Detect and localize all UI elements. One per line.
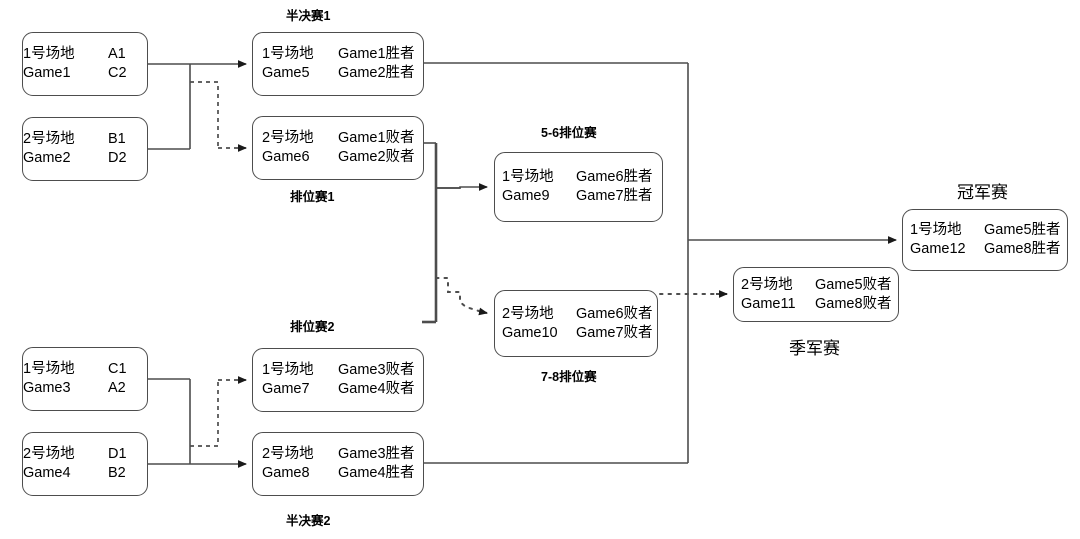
node-game3-game: Game3 bbox=[23, 380, 71, 396]
node-game1-team-bottom: C2 bbox=[108, 65, 127, 81]
node-game2-row-bottom: Game2 D2 bbox=[23, 149, 147, 168]
node-game2-team-bottom: D2 bbox=[108, 150, 127, 166]
node-game4-team-bottom: B2 bbox=[108, 465, 126, 481]
node-game2[interactable]: 2号场地 B1 Game2 D2 bbox=[22, 117, 148, 181]
node-game8[interactable]: 2号场地 Game3胜者 Game8 Game4胜者 bbox=[252, 432, 424, 496]
node-game9[interactable]: 1号场地 Game6胜者 Game9 Game7胜者 bbox=[494, 152, 663, 222]
node-game8-team-bottom: Game4胜者 bbox=[338, 465, 415, 481]
node-game4-row-bottom: Game4 B2 bbox=[23, 464, 147, 483]
caption-rank-7-8: 7-8排位赛 bbox=[541, 370, 597, 384]
node-game7-row-bottom: Game7 Game4败者 bbox=[262, 380, 423, 399]
node-game9-team-bottom: Game7胜者 bbox=[576, 188, 653, 204]
node-game1-row-top: 1号场地 A1 bbox=[23, 45, 147, 64]
node-game3-team-bottom: A2 bbox=[108, 380, 126, 396]
node-game8-game: Game8 bbox=[262, 465, 310, 481]
node-game4-court: 2号场地 bbox=[23, 446, 75, 463]
node-game2-row-top: 2号场地 B1 bbox=[23, 130, 147, 149]
node-game6-row-bottom: Game6 Game2败者 bbox=[262, 148, 423, 167]
node-game7-row-top: 1号场地 Game3败者 bbox=[262, 361, 423, 380]
node-game6-row-top: 2号场地 Game1败者 bbox=[262, 129, 423, 148]
node-game7-team-top: Game3败者 bbox=[338, 362, 415, 379]
node-game11-court: 2号场地 bbox=[741, 276, 793, 293]
caption-rank-5-6: 5-6排位赛 bbox=[541, 126, 597, 140]
node-game5-team-top: Game1胜者 bbox=[338, 46, 415, 63]
node-game12[interactable]: 1号场地 Game5胜者 Game12 Game8胜者 bbox=[902, 209, 1068, 271]
node-game11-row-bottom: Game11 Game8败者 bbox=[741, 295, 898, 314]
node-game8-row-bottom: Game8 Game4胜者 bbox=[262, 464, 423, 483]
node-game12-team-top: Game5胜者 bbox=[984, 222, 1061, 239]
node-game3-team-top: C1 bbox=[108, 361, 127, 378]
node-game12-team-bottom: Game8胜者 bbox=[984, 241, 1061, 257]
node-game3-row-bottom: Game3 A2 bbox=[23, 379, 147, 398]
node-game5-row-top: 1号场地 Game1胜者 bbox=[262, 45, 423, 64]
node-game12-court: 1号场地 bbox=[910, 222, 962, 239]
node-game5-row-bottom: Game5 Game2胜者 bbox=[262, 64, 423, 83]
node-game6-team-top: Game1败者 bbox=[338, 130, 415, 147]
node-game12-row-top: 1号场地 Game5胜者 bbox=[910, 221, 1067, 240]
node-game8-court: 2号场地 bbox=[262, 446, 314, 463]
node-game7-game: Game7 bbox=[262, 381, 310, 397]
node-game8-row-top: 2号场地 Game3胜者 bbox=[262, 445, 423, 464]
node-game10-row-top: 2号场地 Game6败者 bbox=[502, 305, 657, 324]
node-game9-game: Game9 bbox=[502, 188, 550, 204]
node-game2-court: 2号场地 bbox=[23, 131, 75, 148]
node-game7-court: 1号场地 bbox=[262, 362, 314, 379]
node-game6-court: 2号场地 bbox=[262, 130, 314, 147]
node-game10-team-top: Game6败者 bbox=[576, 305, 653, 322]
node-game10-court: 2号场地 bbox=[502, 305, 554, 322]
link-to-game9 bbox=[436, 183, 488, 191]
node-game4-row-top: 2号场地 D1 bbox=[23, 445, 147, 464]
caption-rank-2: 排位赛2 bbox=[290, 320, 335, 334]
node-game7-team-bottom: Game4败者 bbox=[338, 381, 415, 397]
node-game11[interactable]: 2号场地 Game5败者 Game11 Game8败者 bbox=[733, 267, 899, 322]
caption-semifinal-1: 半决赛1 bbox=[286, 9, 331, 23]
caption-semifinal-2: 半决赛2 bbox=[286, 514, 331, 528]
node-game11-row-top: 2号场地 Game5败者 bbox=[741, 276, 898, 295]
node-game10-team-bottom: Game7败者 bbox=[576, 324, 653, 341]
node-game3-row-top: 1号场地 C1 bbox=[23, 360, 147, 379]
link-dashed-bottom bbox=[190, 380, 219, 447]
node-game10-row-bottom: Game10 Game7败者 bbox=[502, 324, 657, 343]
node-game11-team-bottom: Game8败者 bbox=[815, 295, 892, 312]
node-game1-game: Game1 bbox=[23, 65, 71, 81]
node-game8-team-top: Game3胜者 bbox=[338, 446, 415, 463]
node-game3[interactable]: 1号场地 C1 Game3 A2 bbox=[22, 347, 148, 411]
link-dashed-to-game10-head bbox=[478, 307, 488, 316]
node-game5-game: Game5 bbox=[262, 65, 310, 81]
node-game12-row-bottom: Game12 Game8胜者 bbox=[910, 240, 1067, 259]
node-game6[interactable]: 2号场地 Game1败者 Game6 Game2败者 bbox=[252, 116, 424, 180]
node-game10-game: Game10 bbox=[502, 324, 558, 341]
node-game2-team-top: B1 bbox=[108, 131, 126, 148]
node-game9-team-top: Game6胜者 bbox=[576, 169, 653, 186]
link-dashed-top bbox=[190, 81, 219, 148]
caption-third-place: 季军赛 bbox=[789, 339, 840, 358]
node-game9-row-top: 1号场地 Game6胜者 bbox=[502, 168, 662, 187]
node-game9-court: 1号场地 bbox=[502, 169, 554, 186]
node-game1-court: 1号场地 bbox=[23, 46, 75, 63]
node-game5-team-bottom: Game2胜者 bbox=[338, 65, 415, 81]
node-game12-game: Game12 bbox=[910, 241, 966, 257]
node-game10[interactable]: 2号场地 Game6败者 Game10 Game7败者 bbox=[494, 290, 658, 357]
caption-champion: 冠军赛 bbox=[957, 183, 1008, 202]
node-game4-game: Game4 bbox=[23, 465, 71, 481]
node-game6-team-bottom: Game2败者 bbox=[338, 149, 415, 165]
node-game1-row-bottom: Game1 C2 bbox=[23, 64, 147, 83]
node-game4[interactable]: 2号场地 D1 Game4 B2 bbox=[22, 432, 148, 496]
node-game7[interactable]: 1号场地 Game3败者 Game7 Game4败者 bbox=[252, 348, 424, 412]
node-game5[interactable]: 1号场地 Game1胜者 Game5 Game2胜者 bbox=[252, 32, 424, 96]
node-game4-team-top: D1 bbox=[108, 446, 127, 463]
node-game5-court: 1号场地 bbox=[262, 46, 314, 63]
node-game11-team-top: Game5败者 bbox=[815, 276, 892, 293]
node-game11-game: Game11 bbox=[741, 295, 796, 312]
link-dashed-to-game10-curve bbox=[435, 277, 483, 313]
caption-rank-1: 排位赛1 bbox=[290, 190, 335, 204]
node-game1-team-top: A1 bbox=[108, 46, 126, 63]
node-game3-court: 1号场地 bbox=[23, 361, 75, 378]
node-game9-row-bottom: Game9 Game7胜者 bbox=[502, 187, 662, 206]
node-game1[interactable]: 1号场地 A1 Game1 C2 bbox=[22, 32, 148, 96]
node-game6-game: Game6 bbox=[262, 149, 310, 165]
node-game2-game: Game2 bbox=[23, 150, 71, 166]
